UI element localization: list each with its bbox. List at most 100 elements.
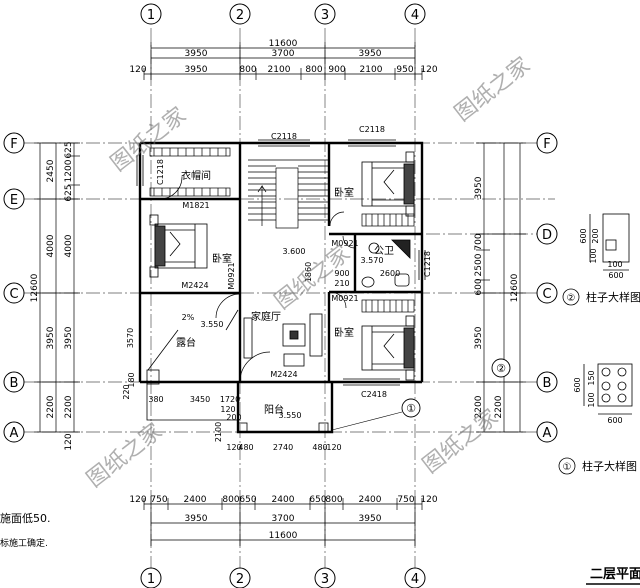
dim-d9: 120 [420, 65, 437, 75]
dim-b11: 120 [420, 495, 437, 505]
level-3550-terrace: 3.550 [201, 320, 224, 329]
dimension-lines-right [476, 142, 526, 433]
dim-120-c: 120 [220, 405, 235, 414]
dimension-text-bottom: 120 750 2400 800 650 2400 650 800 2400 7… [129, 495, 437, 541]
note-line-2: 标施工确定. [0, 537, 48, 549]
callout-number: ① [406, 402, 416, 415]
axis-label-b: B [10, 376, 19, 391]
detail1-dim-150: 150 [587, 370, 596, 385]
bed-furniture [149, 151, 415, 381]
terrace-outline [146, 309, 329, 433]
detail1-number: ① [563, 462, 572, 473]
dim-d5: 800 [305, 65, 322, 75]
staircase [248, 159, 328, 229]
closet-furniture [149, 147, 231, 197]
tag-m0921-c: M0921 [331, 294, 358, 303]
dim-left-a3: 625 [64, 184, 74, 201]
dim-right-d-c1: 700 [474, 233, 484, 250]
notes: 施面低50. 标施工确定. [0, 512, 51, 549]
room-label-bedroom-upper: 卧室 [334, 186, 354, 199]
level-3570: 3.570 [361, 256, 384, 265]
dim-120-a: 120 [226, 443, 241, 452]
walls [138, 141, 424, 434]
dim-b9: 2400 [359, 495, 382, 505]
dim-d3: 800 [239, 65, 256, 75]
slope-label: 2% [182, 313, 195, 322]
dim-left-c-b-inner: 3950 [64, 326, 74, 349]
dim-d7: 2100 [360, 65, 383, 75]
dim-2100: 2100 [214, 422, 223, 442]
dim-total-bottom: 11600 [269, 531, 298, 541]
axis-bubble-labels: 1 2 3 4 1 2 3 4 F E C B A F D C B A [9, 8, 552, 587]
axis-label-a-right: A [543, 426, 552, 441]
dimension-text-top: 11600 3950 3700 3950 120 3950 800 2100 8… [129, 39, 437, 75]
axis-label-e: E [10, 193, 18, 208]
detail1-dim-100c: 100 [587, 392, 596, 407]
tag-c2418: C2418 [361, 390, 387, 399]
dim-left-b-a: 2200 [46, 395, 56, 418]
dim-200: 200 [226, 413, 241, 422]
level-3550-balcony: 3.550 [279, 411, 302, 420]
dim-seg3-top: 3950 [359, 49, 382, 59]
axis-label-1-bottom: 1 [147, 572, 155, 587]
tag-m1821: M1821 [182, 201, 209, 210]
detail2-title: 柱子大样图 [586, 290, 640, 304]
dim-120-b: 120 [326, 443, 341, 452]
room-label-terrace: 露台 [176, 336, 196, 349]
dim-d6: 900 [328, 65, 345, 75]
room-label-bathroom: 公卫 [374, 246, 394, 257]
axis-bubbles [3, 3, 558, 588]
dim-b2: 750 [150, 495, 167, 505]
dim-d2: 3950 [185, 65, 208, 75]
watermark-4: 图纸之家 [82, 419, 167, 493]
wardrobes [361, 213, 415, 313]
dim-right-c-b: 3950 [474, 326, 484, 349]
room-label-bedroom-lower: 卧室 [334, 326, 354, 339]
tag-c2118-a: C2118 [271, 132, 297, 141]
room-label-balcony: 阳台 [264, 403, 284, 416]
axis-label-2: 2 [236, 8, 244, 23]
dim-1720: 1720 [220, 395, 240, 404]
dimension-lines-left [34, 142, 80, 433]
dim-2600: 2600 [380, 269, 400, 278]
dim-seg3-bottom: 3950 [359, 514, 382, 524]
note-line-1: 施面低50. [0, 512, 51, 525]
dim-seg2-top: 3700 [272, 49, 295, 59]
bathroom-fixtures [361, 239, 411, 288]
detail2-dim-600a: 600 [579, 228, 588, 243]
dim-left-end: 120 [64, 433, 74, 450]
dim-seg2-bottom: 3700 [272, 514, 295, 524]
axis-label-c: C [9, 287, 18, 302]
dim-right-b-a: 2200 [474, 395, 484, 418]
dimension-lines-bottom [143, 496, 423, 546]
dim-total-top: 11600 [269, 39, 298, 49]
column-detail-2-text: 600 200 100 100 600 [579, 228, 624, 280]
detail2-dim-200: 200 [591, 228, 600, 243]
detail2-dim-100a: 100 [589, 248, 598, 263]
dim-b3: 2400 [184, 495, 207, 505]
dim-right-b-a-outer: 2200 [494, 395, 504, 418]
room-label-bedroom-left: 卧室 [212, 252, 232, 265]
dim-900: 900 [334, 269, 349, 278]
axis-label-b-right: B [543, 376, 552, 391]
axis-label-d-right: D [542, 228, 552, 243]
dim-480-b: 480 [312, 443, 327, 452]
dim-right-outer: 12600 [510, 273, 520, 302]
dim-left-a1: 625 [64, 141, 74, 158]
dim-left-e-c-inner: 4000 [64, 234, 74, 257]
column-detail-2 [589, 213, 630, 271]
callout-number-2: ② [496, 362, 506, 375]
dim-left-e-c: 4000 [46, 234, 56, 257]
dim-380: 380 [148, 395, 163, 404]
lounge-furniture [243, 313, 323, 367]
tag-m0921-a: M0921 [227, 262, 236, 289]
detail2-dim-600b: 600 [608, 271, 623, 280]
level-3600: 3.600 [283, 247, 306, 256]
dim-left-a2: 1200 [64, 159, 74, 182]
detail1-dim-600d: 600 [607, 416, 622, 425]
windows [136, 139, 426, 386]
axis-label-f: F [10, 137, 17, 152]
dim-seg1-bottom: 3950 [185, 514, 208, 524]
